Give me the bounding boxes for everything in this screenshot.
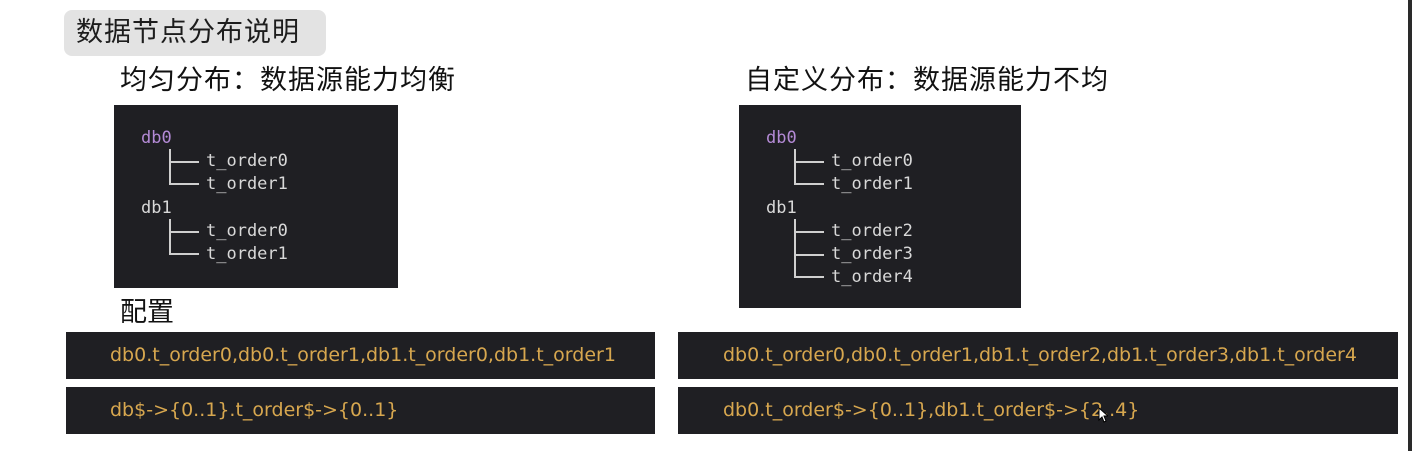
- uniform-distribution-heading: 均匀分布：数据源能力均衡: [120, 65, 456, 96]
- tree-branch-line: [796, 276, 824, 278]
- config-text: db0.t_order$->{0..1},db1.t_order$->{2..4…: [723, 399, 1140, 421]
- tree-db1-label: db1: [766, 198, 797, 218]
- tree-branch-line: [794, 149, 796, 185]
- tree-table-item: t_order4: [831, 267, 913, 287]
- tree-table-item: t_order3: [831, 244, 913, 264]
- config-text: db$->{0..1}.t_order$->{0..1}: [110, 399, 399, 421]
- config-text: db0.t_order0,db0.t_order1,db1.t_order2,d…: [723, 344, 1357, 366]
- custom-distribution-heading: 自定义分布：数据源能力不均: [745, 65, 1109, 96]
- tree-branch-line: [794, 219, 796, 278]
- tree-table-item: t_order2: [831, 221, 913, 241]
- tree-branch-line: [171, 183, 199, 185]
- tree-db0-label: db0: [141, 128, 172, 148]
- tree-branch-line: [171, 161, 199, 163]
- tree-db0-label: db0: [766, 128, 797, 148]
- tree-branch-line: [796, 231, 824, 233]
- config-label: 配置: [120, 297, 174, 328]
- custom-config-explicit: db0.t_order0,db0.t_order1,db1.t_order2,d…: [678, 332, 1398, 379]
- page-title: 数据节点分布说明: [64, 10, 326, 56]
- tree-table-item: t_order0: [206, 221, 288, 241]
- custom-tree-panel: db0 t_order0 t_order1 db1 t_order2 t_ord…: [739, 105, 1021, 308]
- tree-branch-line: [171, 253, 199, 255]
- tree-branch-line: [796, 254, 824, 256]
- right-edge-divider: [1408, 0, 1412, 451]
- tree-branch-line: [796, 161, 824, 163]
- tree-branch-line: [171, 231, 199, 233]
- tree-table-item: t_order0: [831, 151, 913, 171]
- tree-table-item: t_order1: [831, 174, 913, 194]
- tree-branch-line: [169, 219, 171, 255]
- tree-db1-label: db1: [141, 198, 172, 218]
- uniform-tree-panel: db0 t_order0 t_order1 db1 t_order0 t_ord…: [114, 105, 398, 288]
- tree-branch-line: [796, 183, 824, 185]
- custom-config-expression: db0.t_order$->{0..1},db1.t_order$->{2..4…: [678, 387, 1398, 434]
- tree-branch-line: [169, 149, 171, 185]
- mouse-pointer-icon: [1098, 407, 1108, 423]
- uniform-config-explicit: db0.t_order0,db0.t_order1,db1.t_order0,d…: [66, 332, 655, 379]
- tree-table-item: t_order1: [206, 244, 288, 264]
- tree-table-item: t_order1: [206, 174, 288, 194]
- config-text: db0.t_order0,db0.t_order1,db1.t_order0,d…: [110, 344, 616, 366]
- tree-table-item: t_order0: [206, 151, 288, 171]
- uniform-config-expression: db$->{0..1}.t_order$->{0..1}: [66, 387, 655, 434]
